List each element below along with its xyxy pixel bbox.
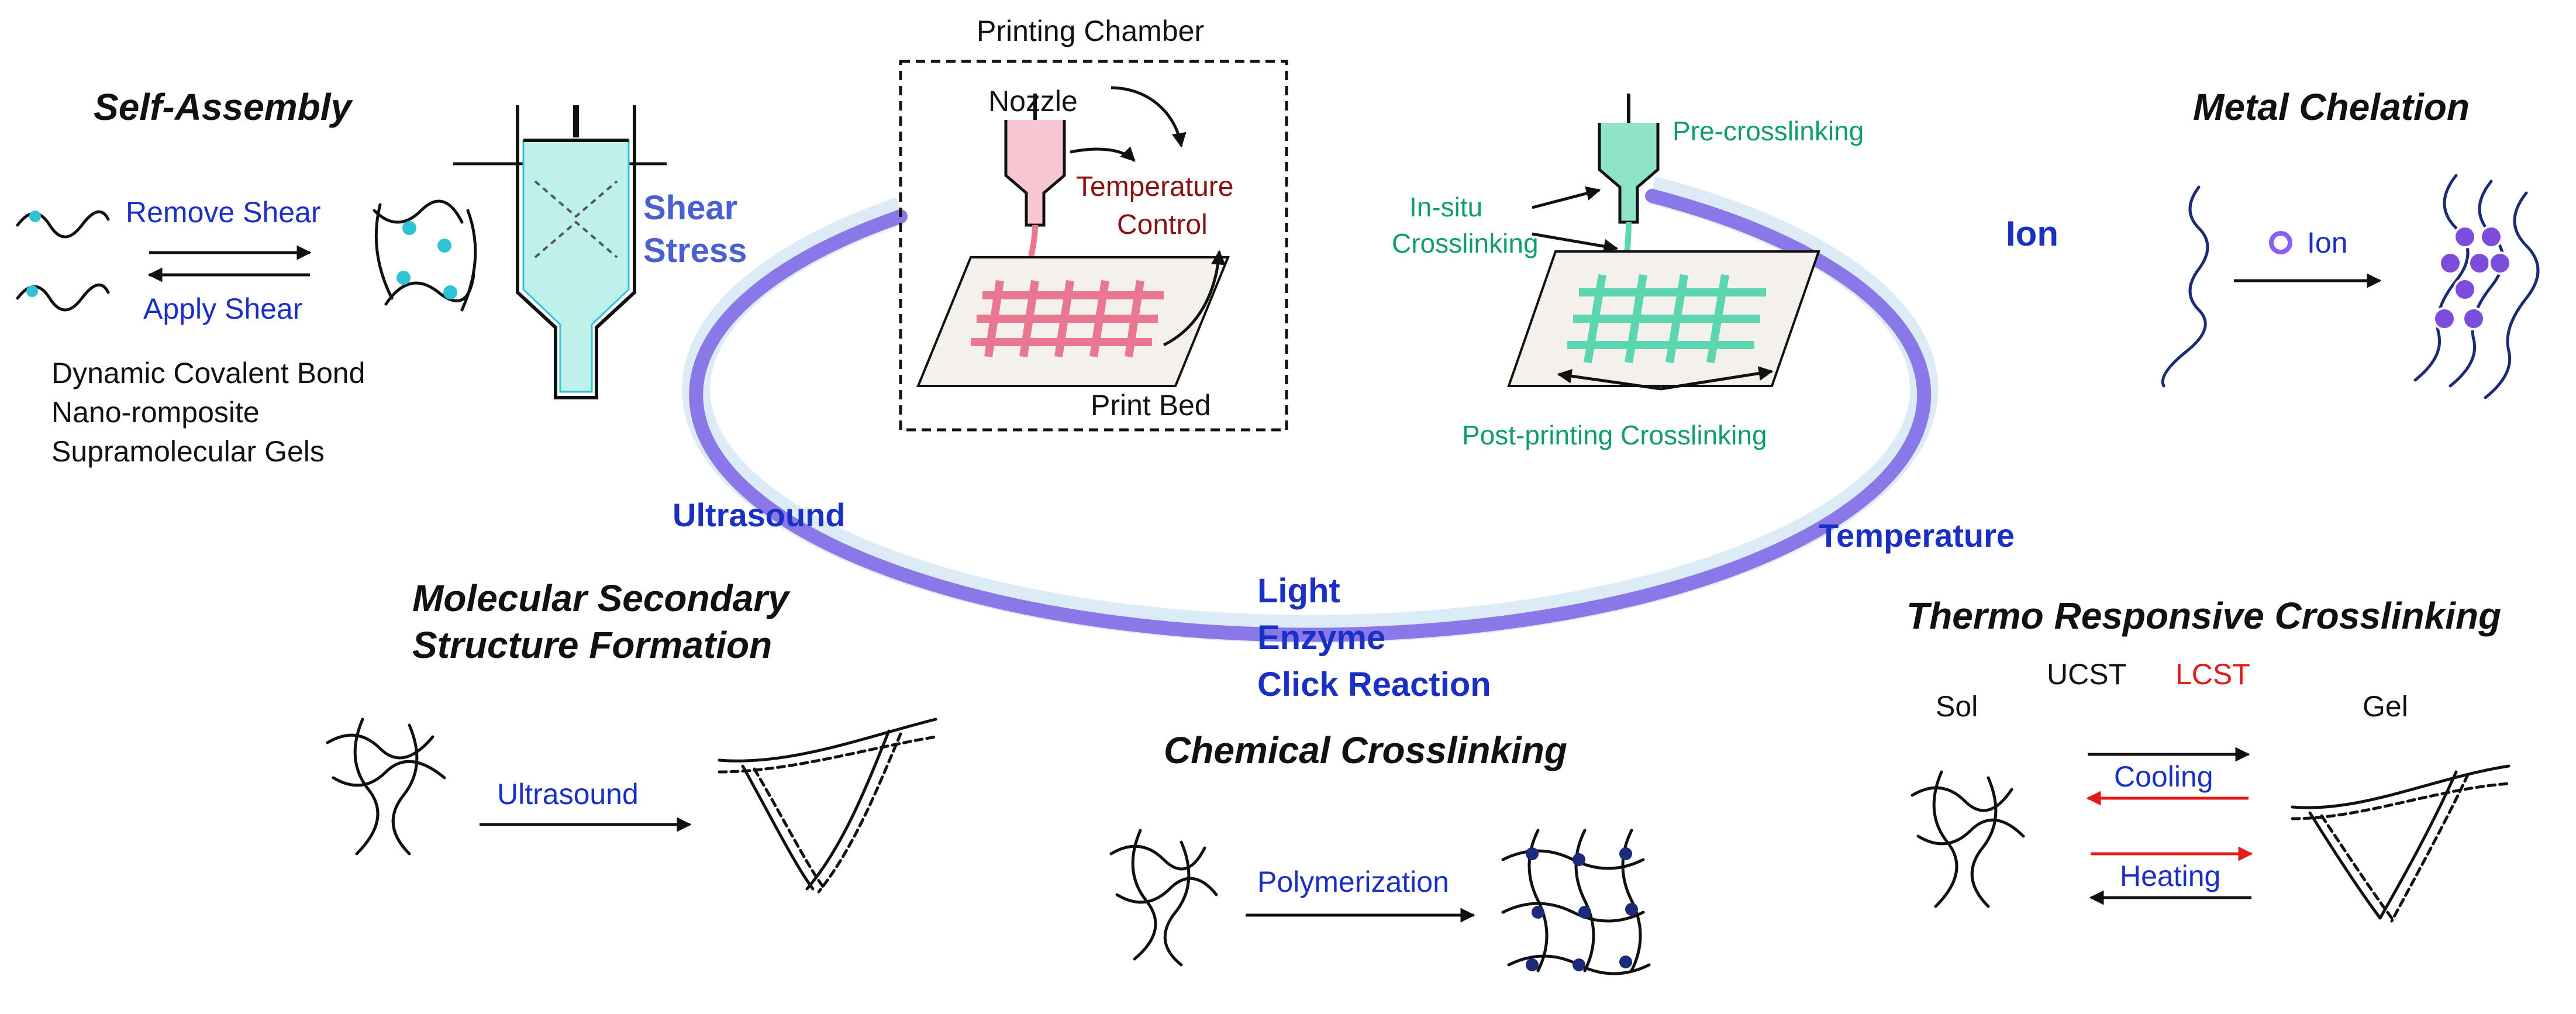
printing-chamber: Printing Chamber Nozzle Temperature Cont… <box>899 15 1288 432</box>
type-dynamic-covalent: Dynamic Covalent Bond <box>51 357 365 389</box>
coil-chains-chemical <box>1109 829 1218 967</box>
cooling-label: Cooling <box>2114 760 2213 793</box>
molecular-title-1: Molecular Secondary <box>412 577 791 619</box>
chemical-arrow-label: Polymerization <box>1257 865 1449 898</box>
stimulus-ion: Ion <box>2006 214 2058 253</box>
thermo-panel: Thermo Responsive Crosslinking UCST LCST… <box>1906 595 2511 923</box>
crosslink-print-bed <box>1507 250 1820 387</box>
molecular-panel: Molecular Secondary Structure Formation … <box>326 577 937 894</box>
network-right <box>373 199 477 312</box>
thermo-title: Thermo Responsive Crosslinking <box>1906 595 2501 637</box>
stimulus-light: Light <box>1257 572 1340 610</box>
chamber-title: Printing Chamber <box>977 15 1204 47</box>
metal-chelation-panel: Metal Chelation Ion <box>2161 86 2540 399</box>
metal-title: Metal Chelation <box>2193 86 2470 128</box>
pink-nozzle-icon <box>1004 94 1066 275</box>
nozzle-label: Nozzle <box>988 85 1078 118</box>
stimuli-ring <box>682 176 1939 643</box>
apply-shear-label: Apply Shear <box>143 292 302 325</box>
print-bed <box>916 250 1230 387</box>
insitu-label-1: In-situ <box>1409 192 1482 222</box>
control-label: Control <box>1117 209 1208 240</box>
insitu-label-2: Crosslinking <box>1392 228 1539 258</box>
gel-label: Gel <box>2363 690 2408 723</box>
type-nanocomposite: Nano-romposite <box>51 396 260 429</box>
sol-label: Sol <box>1936 690 1978 723</box>
polymer-chains-left <box>16 210 110 312</box>
syringe-icon <box>453 105 667 399</box>
type-supramolecular: Supramolecular Gels <box>51 435 325 468</box>
sol-chains <box>1911 770 2025 908</box>
heating-label: Heating <box>2120 860 2220 892</box>
self-assembly-title: Self-Assembly <box>94 86 353 128</box>
gel-helix <box>2291 764 2511 923</box>
print-bed-label: Print Bed <box>1091 389 1211 422</box>
helix-structure-right <box>718 718 937 894</box>
ucst-label: UCST <box>2047 658 2126 691</box>
chelated-chains <box>2413 174 2540 399</box>
remove-shear-label: Remove Shear <box>126 196 321 229</box>
stimulus-click: Click Reaction <box>1257 665 1491 703</box>
molecular-arrow-label: Ultrasound <box>497 778 639 810</box>
shear-label-1: Shear <box>643 189 737 227</box>
temperature-label: Temperature <box>1076 171 1233 202</box>
stimulus-ultrasound: Ultrasound <box>673 496 846 533</box>
crosslinked-network <box>1501 829 1651 975</box>
stimulus-temperature: Temperature <box>1819 517 2015 554</box>
molecular-title-2: Structure Formation <box>412 624 772 666</box>
stimulus-enzyme: Enzyme <box>1257 619 1385 657</box>
chemical-panel: Chemical Crosslinking Polymerization <box>1109 729 1651 975</box>
shear-label-2: Stress <box>643 232 747 270</box>
ion-label: Ion <box>2307 226 2348 259</box>
chemical-title: Chemical Crosslinking <box>1164 729 1567 771</box>
crosslinking-print: Pre-crosslinking In-situ Crosslinking Po… <box>1392 94 1864 450</box>
coil-chains-left <box>326 718 446 856</box>
post-printing-label: Post-printing Crosslinking <box>1462 420 1767 450</box>
self-assembly-panel: Self-Assembly Remove Shear Apply Shear D… <box>16 86 477 468</box>
lcst-label: LCST <box>2175 658 2250 691</box>
pre-crosslinking-label: Pre-crosslinking <box>1672 116 1864 146</box>
